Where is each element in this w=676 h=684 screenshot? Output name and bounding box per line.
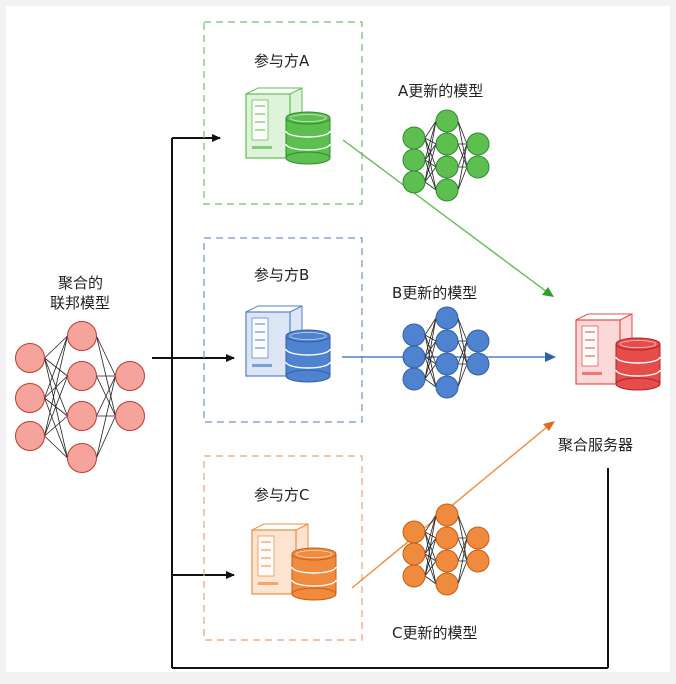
model-b-label: B更新的模型 [392,284,478,302]
participant-c-box [203,455,363,641]
model-a-label: A更新的模型 [398,82,484,100]
participant-a-server-icon [245,87,331,165]
model-c-label: C更新的模型 [392,624,478,642]
network-node [466,155,490,179]
network-node [466,549,490,573]
network-node [435,306,459,330]
network-node [435,178,459,202]
network-node [402,126,426,150]
network-node [15,343,45,373]
network-node [435,352,459,376]
global-model-label-line1: 聚合的 [58,274,104,292]
network-node [435,375,459,399]
network-node [435,109,459,133]
federated-learning-diagram [15,21,661,669]
participant-c-server-icon [251,523,337,601]
network-node [115,401,145,431]
participant-a-title: 参与方A [254,52,310,70]
participant-c-title: 参与方C [254,486,310,504]
network-node [435,572,459,596]
network-node [435,503,459,527]
participant-a-box [203,21,363,205]
distribution-lines [152,134,609,669]
network-node [435,526,459,550]
model-a-network [402,109,490,202]
network-node [67,443,97,473]
network-node [402,148,426,172]
network-node [67,321,97,351]
network-node [466,526,490,550]
network-node [402,542,426,566]
upload-arrows [342,139,556,589]
server-label: 聚合服务器 [558,436,634,454]
network-node [402,323,426,347]
network-node [435,155,459,179]
participant-b-server-icon [245,305,331,383]
network-node [15,421,45,451]
network-node [402,367,426,391]
diagram-canvas: 聚合的 联邦模型 参与方A 参与方B 参与方C A更新的模型 B更新的模型 C更… [6,6,670,672]
network-node [67,401,97,431]
global-model-network [15,321,145,473]
network-node [466,132,490,156]
participant-b-box [203,237,363,423]
network-node [402,345,426,369]
network-node [466,329,490,353]
network-node [402,564,426,588]
global-model-label-line2: 联邦模型 [50,294,111,312]
participant-b-title: 参与方B [254,266,310,284]
network-node [435,549,459,573]
network-node [402,170,426,194]
network-node [15,383,45,413]
aggregation-server-icon [575,313,661,391]
network-node [115,361,145,391]
model-c-network [402,503,490,596]
network-node [435,132,459,156]
network-node [402,520,426,544]
network-node [67,361,97,391]
network-node [435,329,459,353]
model-b-network [402,306,490,399]
network-node [466,352,490,376]
